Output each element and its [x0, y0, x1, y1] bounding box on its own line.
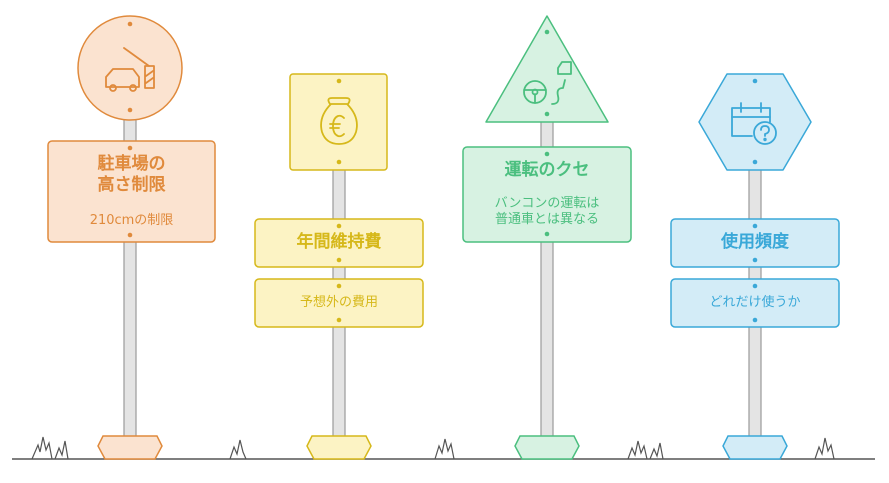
rivet	[127, 21, 133, 27]
rivet	[544, 111, 550, 117]
sign-base	[514, 435, 580, 460]
rivet	[336, 317, 342, 323]
sign-subtitle: どれだけ使うか	[709, 294, 801, 310]
sign-panel-subtitle	[670, 278, 840, 328]
sign-panel	[47, 140, 216, 243]
grass-tuft	[229, 439, 247, 460]
sign-annual-cost	[254, 73, 424, 460]
rivet	[752, 257, 758, 263]
rivet	[544, 29, 550, 35]
euro-money-bag-icon	[320, 97, 358, 145]
sign-title: 駐車場の 高さ制限	[97, 153, 166, 195]
sign-panel-title	[254, 218, 424, 268]
sign-panel	[462, 146, 632, 243]
grass-tuft	[649, 442, 664, 460]
sign-driving-habits	[462, 15, 632, 460]
sign-base	[306, 435, 372, 460]
sign-subtitle: 予想外の費用	[299, 294, 378, 310]
sign-title: 年間維持費	[296, 232, 382, 253]
sign-title: 運転のクセ	[504, 160, 590, 181]
sign-panel-title	[670, 218, 840, 268]
grass-tuft	[434, 438, 455, 460]
sign-usage-frequency	[670, 73, 840, 460]
rivet	[752, 78, 758, 84]
grass-tuft	[31, 436, 53, 460]
grass-tuft	[814, 437, 835, 460]
sign-parking-height	[47, 15, 216, 460]
sign-subtitle: バンコンの運転は 普通車とは異なる	[494, 195, 600, 227]
rivet	[544, 231, 550, 237]
rivet	[127, 107, 133, 113]
rivet	[752, 283, 758, 289]
rivet	[544, 151, 550, 157]
rivet	[127, 145, 133, 151]
rivet	[336, 257, 342, 263]
grass-tuft	[54, 440, 69, 460]
rivet	[336, 159, 342, 165]
sign-base	[722, 435, 788, 460]
sign-panel-subtitle	[254, 278, 424, 328]
rivet	[336, 78, 342, 84]
hexagon-sign-head	[698, 73, 812, 171]
steering-wheel-route-icon	[523, 61, 572, 105]
rivet	[336, 223, 342, 229]
triangle-sign-head	[485, 15, 609, 123]
rivet	[752, 317, 758, 323]
car-barrier-icon	[105, 47, 155, 92]
rivet	[127, 232, 133, 238]
rivet	[336, 283, 342, 289]
sign-base	[97, 435, 163, 460]
rivet	[752, 223, 758, 229]
rivet	[752, 159, 758, 165]
sign-subtitle: 210cmの制限	[89, 212, 174, 228]
calendar-question-icon	[731, 102, 777, 145]
sign-title: 使用頻度	[721, 232, 789, 253]
grass-tuft	[627, 440, 648, 460]
square-sign-head	[289, 73, 388, 171]
round-sign-head	[77, 15, 183, 121]
